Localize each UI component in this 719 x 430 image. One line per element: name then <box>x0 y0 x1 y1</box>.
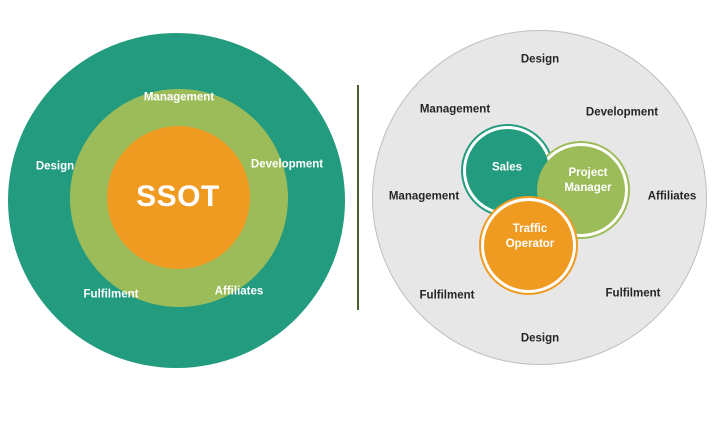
right-label-management-left: Management <box>388 190 460 203</box>
left-label-development: Development <box>250 158 324 171</box>
right-label-development: Development <box>585 106 659 119</box>
left-label-design: Design <box>35 160 75 173</box>
sales-label-text: Sales <box>491 161 523 174</box>
right-label-management-top: Management <box>419 103 491 116</box>
ssot-circle <box>107 126 250 269</box>
project-manager-line2: Manager <box>564 182 612 194</box>
right-label-affiliates: Affiliates <box>647 190 697 203</box>
left-label-fulfilment: Fulfilment <box>83 288 139 301</box>
traffic-operator-line1: Traffic <box>512 223 548 236</box>
right-label-fulfilment-left: Fulfilment <box>419 289 475 302</box>
project-manager-line1: Project <box>568 167 608 180</box>
traffic-operator-line2: Operator <box>505 238 555 250</box>
sales-label: Sales <box>492 161 522 176</box>
divider-line <box>357 85 359 310</box>
traffic-operator-circle <box>484 201 573 290</box>
right-label-design-bottom: Design <box>520 332 560 345</box>
project-manager-label: Project Manager <box>564 166 611 196</box>
right-label-design-top: Design <box>520 53 560 66</box>
left-label-affiliates: Affiliates <box>214 285 264 298</box>
right-label-fulfilment-right: Fulfilment <box>605 287 661 300</box>
right-outer-circle <box>372 30 707 365</box>
left-label-management: Management <box>143 91 215 104</box>
ssot-label: SSOT <box>136 180 220 213</box>
traffic-operator-label: Traffic Operator <box>506 222 555 252</box>
